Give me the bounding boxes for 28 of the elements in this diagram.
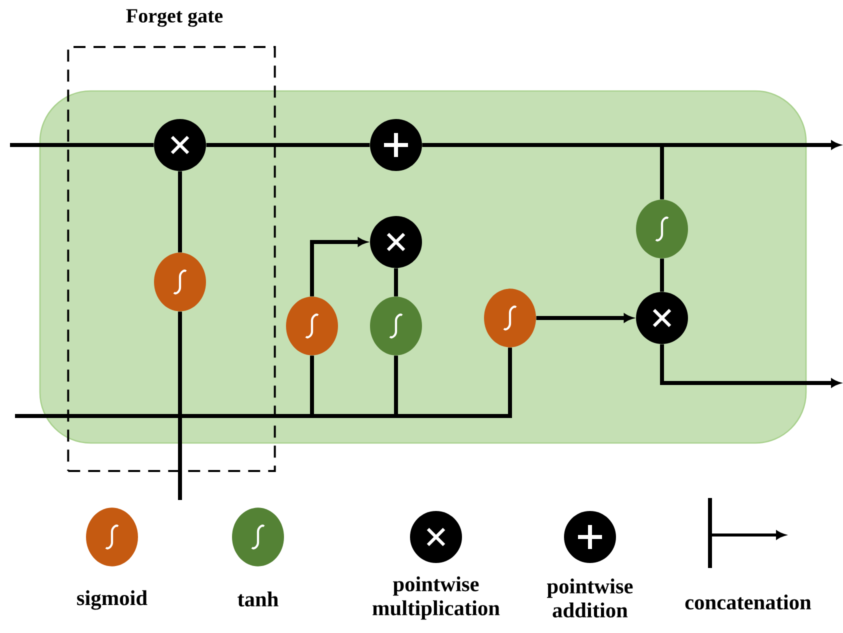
multiply-node <box>370 216 422 268</box>
connector-line <box>15 348 512 418</box>
tanh-node <box>636 200 688 258</box>
multiply-node <box>154 119 206 171</box>
legend-label: tanh <box>238 592 278 607</box>
connector-line <box>394 268 398 296</box>
connector-line <box>310 238 367 296</box>
connector-line <box>178 312 182 500</box>
connector-line <box>422 143 664 200</box>
gate-title: Forget gate <box>126 9 223 27</box>
connector-line <box>660 344 840 388</box>
connector-line <box>178 171 182 252</box>
connector-line <box>536 314 633 322</box>
legend-label: pointwise addition <box>547 578 633 618</box>
sigmoid-node <box>286 296 338 356</box>
multiply-node <box>636 292 688 344</box>
legend-label: sigmoid <box>77 590 148 610</box>
add-node <box>370 119 422 171</box>
sigmoid-node <box>154 252 206 312</box>
connector-line <box>394 356 398 416</box>
connector-line <box>206 143 370 147</box>
legend-label: pointwise multiplication <box>372 576 500 620</box>
tanh-node <box>370 296 422 356</box>
connector-line <box>660 258 664 292</box>
sigmoid-node <box>484 288 536 348</box>
legend-label: concatenation <box>685 594 812 610</box>
connector-line <box>10 143 154 147</box>
connector-line <box>310 356 314 416</box>
